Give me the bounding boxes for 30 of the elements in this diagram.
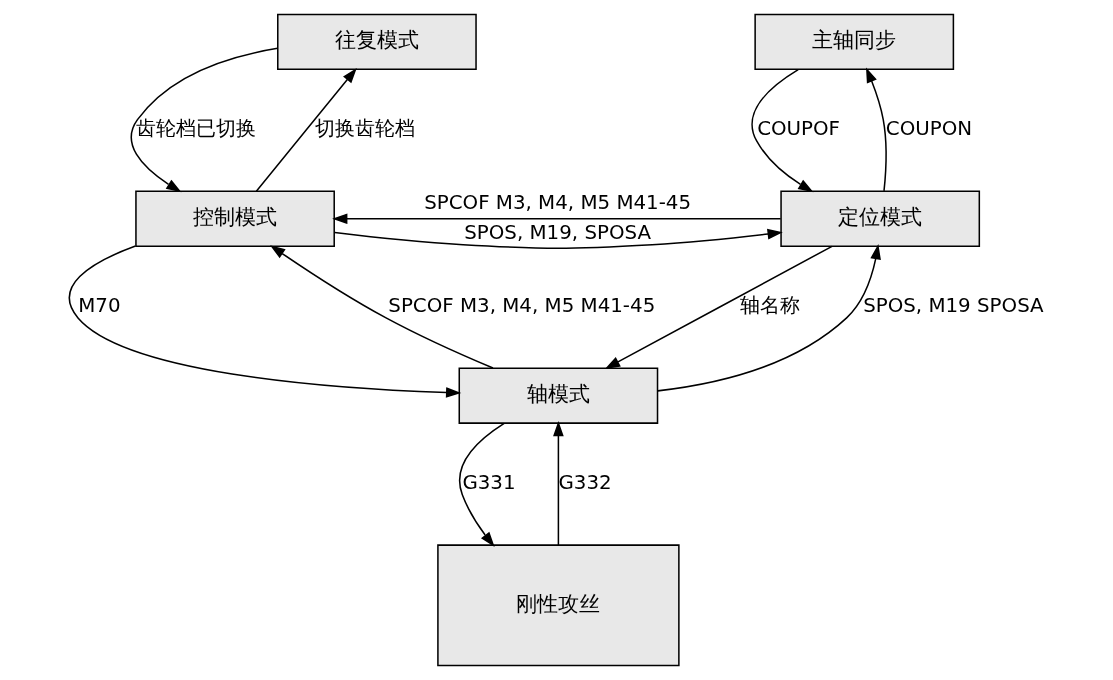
arrow	[68, 245, 461, 398]
arrow	[458, 422, 505, 547]
edge-label: G331	[461, 471, 516, 495]
arrow	[333, 228, 783, 249]
arrow	[552, 421, 564, 546]
arrow	[130, 47, 278, 193]
node-box: 定位模式	[779, 190, 980, 247]
arrow	[255, 67, 357, 192]
edge-label: G332	[558, 471, 612, 495]
edge-label: COUPOF	[756, 117, 840, 141]
node-box: 轴模式	[458, 367, 658, 424]
edge-label: 齿轮档已切换	[135, 117, 256, 141]
edge-label: M70	[77, 294, 120, 318]
edge-label: 切换齿轮档	[314, 117, 415, 141]
arrow	[269, 245, 494, 369]
node-box: 刚性攻丝	[436, 544, 680, 667]
edge-label: COUPON	[885, 117, 972, 141]
edge-label: SPCOF M3, M4, M5 M41-45	[387, 294, 655, 318]
arrow	[331, 213, 781, 225]
edge-label: SPOS, M19, SPOSA	[463, 221, 651, 245]
edge-label: 轴名称	[739, 294, 800, 318]
node-box: 控制模式	[134, 190, 335, 247]
node-box: 主轴同步	[753, 13, 954, 71]
edge-label: SPCOF M3, M4, M5 M41-45	[423, 190, 691, 214]
arrow	[656, 244, 881, 392]
node-box: 往复模式	[276, 13, 477, 71]
arrow	[865, 67, 887, 192]
arrow	[750, 68, 813, 193]
edge-label: SPOS, M19 SPOSA	[862, 294, 1044, 318]
arrow	[604, 245, 833, 370]
